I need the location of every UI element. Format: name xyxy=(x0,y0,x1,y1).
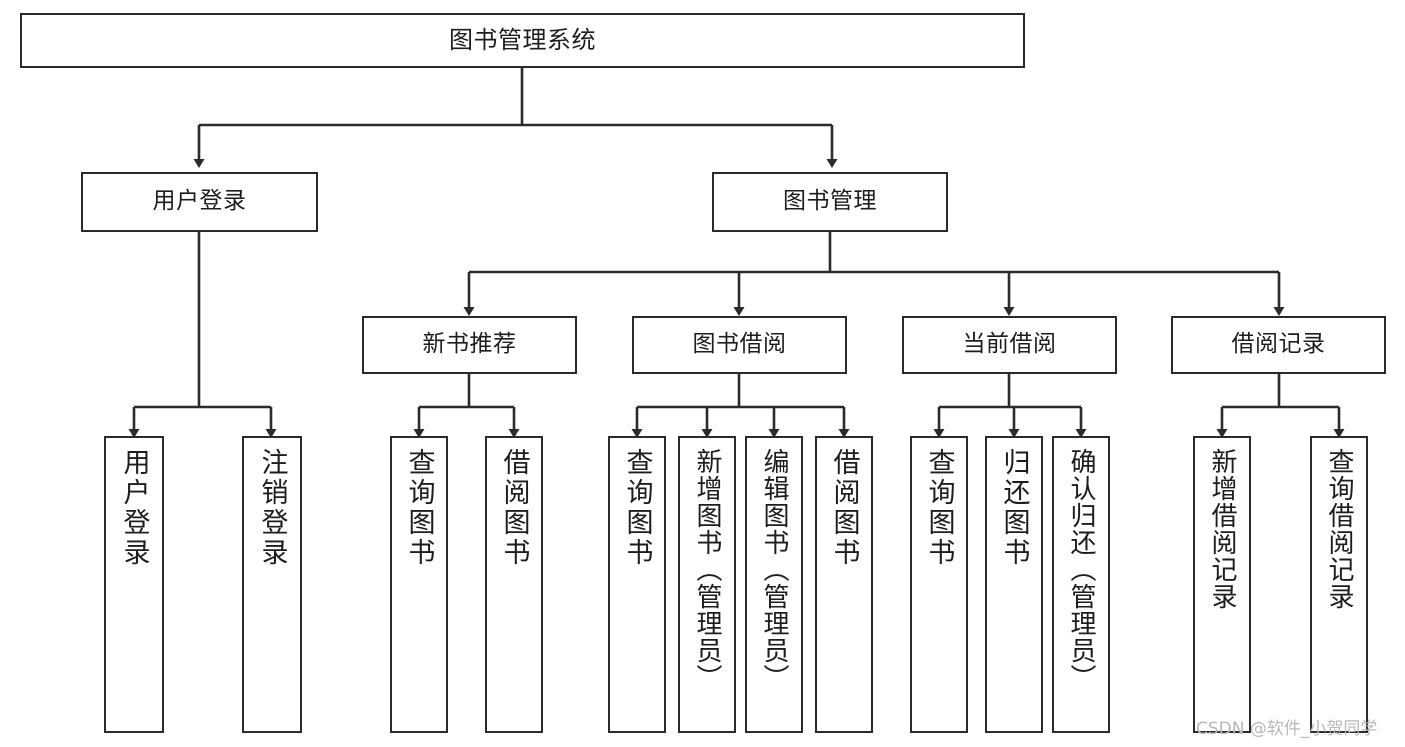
node-label: 确认归还（管理员） xyxy=(1066,448,1096,691)
node-label: 编辑图书（管理员） xyxy=(759,448,789,691)
node-label: 查询借阅记录 xyxy=(1324,448,1354,610)
node-book-management[interactable]: 图书管理 xyxy=(712,172,948,232)
csdn-watermark: CSDN @软件_小贺同学 xyxy=(1196,719,1378,739)
leaf-confirm-return-admin[interactable]: 确认归还（管理员） xyxy=(1052,436,1110,733)
leaf-edit-book-admin[interactable]: 编辑图书（管理员） xyxy=(745,436,803,733)
leaf-query-book-borrow[interactable]: 查询图书 xyxy=(608,436,666,733)
node-borrow-record[interactable]: 借阅记录 xyxy=(1171,316,1386,374)
node-user-login[interactable]: 用户登录 xyxy=(81,172,318,232)
node-label: 查询图书 xyxy=(621,448,653,568)
node-label: 图书管理系统 xyxy=(449,26,596,55)
leaf-logout[interactable]: 注销登录 xyxy=(242,436,302,733)
node-label: 图书管理 xyxy=(783,188,877,215)
node-label: 用户登录 xyxy=(152,188,247,215)
leaf-return-book[interactable]: 归还图书 xyxy=(985,436,1043,733)
leaf-add-borrow-record[interactable]: 新增借阅记录 xyxy=(1193,436,1251,733)
node-label: 新增借阅记录 xyxy=(1207,448,1237,610)
leaf-query-book-current[interactable]: 查询图书 xyxy=(910,436,968,733)
node-new-book-recommend[interactable]: 新书推荐 xyxy=(362,316,577,374)
node-label: 新书推荐 xyxy=(422,331,517,358)
node-label: 用户登录 xyxy=(118,448,150,568)
leaf-query-book-recommend[interactable]: 查询图书 xyxy=(390,436,448,733)
leaf-add-book-admin[interactable]: 新增图书（管理员） xyxy=(678,436,736,733)
node-label: 新增图书（管理员） xyxy=(692,448,722,691)
leaf-borrow-book[interactable]: 借阅图书 xyxy=(815,436,873,733)
node-label: 查询图书 xyxy=(923,448,955,568)
node-label: 归还图书 xyxy=(998,448,1030,568)
node-root-system[interactable]: 图书管理系统 xyxy=(20,13,1025,68)
node-label: 查询图书 xyxy=(403,448,435,568)
node-label: 当前借阅 xyxy=(962,331,1057,358)
leaf-query-borrow-record[interactable]: 查询借阅记录 xyxy=(1310,436,1368,733)
leaf-borrow-book-recommend[interactable]: 借阅图书 xyxy=(485,436,543,733)
node-label: 借阅图书 xyxy=(828,448,860,568)
node-current-borrow[interactable]: 当前借阅 xyxy=(902,316,1117,374)
node-book-borrow[interactable]: 图书借阅 xyxy=(632,316,847,374)
node-label: 借阅记录 xyxy=(1231,331,1326,358)
node-label: 借阅图书 xyxy=(498,448,530,568)
node-label: 图书借阅 xyxy=(692,331,787,358)
leaf-user-login[interactable]: 用户登录 xyxy=(104,436,164,733)
node-label: 注销登录 xyxy=(256,448,288,568)
